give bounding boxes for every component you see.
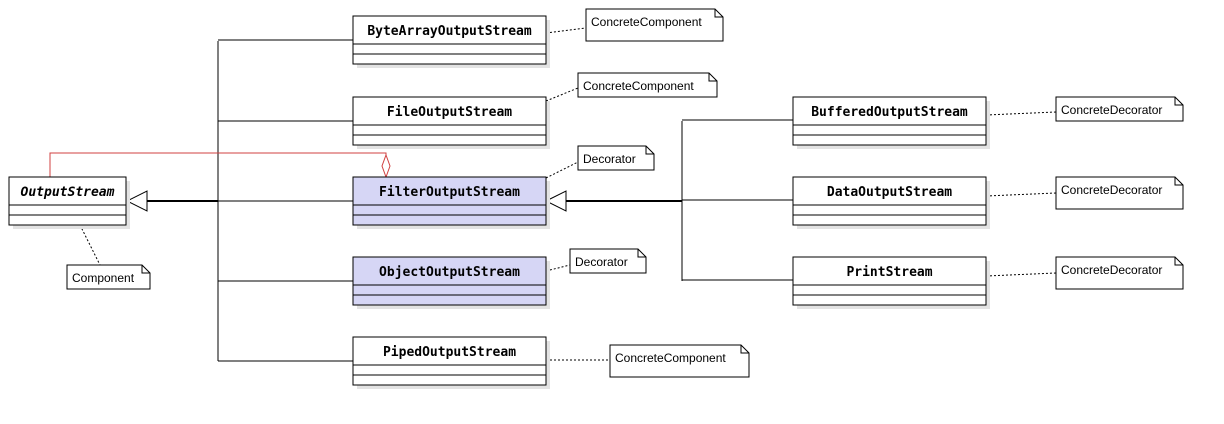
note-text: Component [72, 271, 135, 285]
class-box [352, 176, 547, 226]
note-fold [1174, 257, 1183, 266]
class-file-output-stream[interactable]: FileOutputStream [352, 96, 550, 149]
note-connector-data [985, 192, 1057, 197]
note-byte[interactable]: ConcreteComponent [585, 8, 724, 42]
note-fold [1174, 97, 1183, 106]
note-file[interactable]: ConcreteComponent [577, 72, 718, 98]
note-box [577, 72, 718, 98]
note-box [609, 344, 750, 378]
note-connector-buffered [985, 111, 1057, 116]
note-fold [637, 249, 646, 258]
class-box [352, 96, 547, 146]
note-fold [141, 265, 150, 274]
note-boxes: ConcreteComponentConcreteComponentDecora… [66, 8, 1184, 378]
class-object-output-stream[interactable]: ObjectOutputStream [352, 256, 550, 309]
note-box [1055, 96, 1184, 122]
note-fold [1174, 177, 1183, 186]
note-connector-filter [545, 161, 579, 179]
class-name: PrintStream [846, 265, 932, 280]
generalization-arrowhead-filteroutputstream [544, 190, 567, 212]
note-object[interactable]: Decorator [569, 248, 647, 274]
note-buffered[interactable]: ConcreteDecorator [1055, 96, 1184, 122]
note-box [569, 248, 647, 274]
note-text: ConcreteComponent [615, 351, 726, 365]
class-box [792, 96, 987, 146]
note-connector-byte [545, 27, 587, 34]
note-text: ConcreteComponent [591, 15, 702, 29]
note-connector-output [79, 224, 101, 266]
generalization-arrowhead-outputstream [125, 190, 148, 212]
relationship-lines [49, 27, 1057, 362]
note-text: Decorator [575, 255, 628, 269]
note-fold [740, 345, 749, 354]
note-connector-file [545, 87, 579, 102]
class-print-stream[interactable]: PrintStream [792, 256, 990, 309]
note-text: ConcreteDecorator [1061, 263, 1162, 277]
class-name: ObjectOutputStream [379, 265, 520, 280]
note-text: Decorator [583, 152, 636, 166]
class-boxes: OutputStream ByteArrayOutputStreamFileOut… [8, 15, 990, 389]
note-text: ConcreteDecorator [1061, 183, 1162, 197]
note-connector-print [985, 272, 1057, 277]
class-box [352, 15, 547, 65]
class-name: BufferedOutputStream [811, 105, 968, 120]
note-piped[interactable]: ConcreteComponent [609, 344, 750, 378]
note-fold [714, 9, 723, 18]
note-box [1055, 256, 1184, 290]
class-buffered-output-stream[interactable]: BufferedOutputStream [792, 96, 990, 149]
note-fold [645, 146, 654, 155]
class-box [8, 176, 127, 226]
note-print[interactable]: ConcreteDecorator [1055, 256, 1184, 290]
note-box [1055, 176, 1184, 210]
class-box [352, 336, 547, 386]
class-box [792, 256, 987, 306]
note-fold [708, 73, 717, 82]
class-byte-array-output-stream[interactable]: ByteArrayOutputStream [352, 15, 550, 68]
class-box [792, 176, 987, 226]
class-piped-output-stream[interactable]: PipedOutputStream [352, 336, 550, 389]
note-box [66, 264, 151, 290]
aggregation-diamond [381, 153, 391, 179]
class-name: OutputStream [21, 185, 115, 200]
class-name: DataOutputStream [827, 185, 952, 200]
class-name: FilterOutputStream [379, 185, 520, 200]
class-data-output-stream[interactable]: DataOutputStream [792, 176, 990, 229]
class-name: ByteArrayOutputStream [367, 24, 532, 39]
class-output-stream[interactable]: OutputStream [8, 176, 130, 229]
note-box [585, 8, 724, 42]
note-text: ConcreteDecorator [1061, 103, 1162, 117]
note-text: ConcreteComponent [583, 79, 694, 93]
class-filter-output-stream[interactable]: FilterOutputStream [352, 176, 550, 229]
class-name: PipedOutputStream [383, 345, 516, 360]
note-data[interactable]: ConcreteDecorator [1055, 176, 1184, 210]
class-name: FileOutputStream [387, 105, 512, 120]
note-filter[interactable]: Decorator [577, 145, 655, 171]
note-box [577, 145, 655, 171]
class-box [352, 256, 547, 306]
note-output[interactable]: Component [66, 264, 151, 290]
